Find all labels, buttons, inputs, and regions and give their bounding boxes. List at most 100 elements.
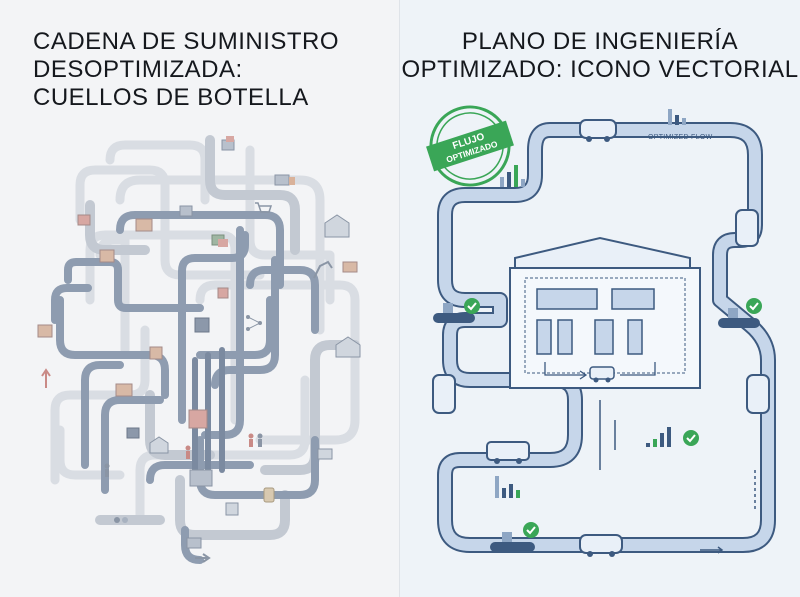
truck-icon	[186, 537, 202, 549]
rack-bottom-3	[594, 319, 614, 355]
cart-icon	[255, 202, 273, 213]
right-panel-optimized-blueprint: PLANO DE INGENIERÍA OPTIMIZADO: ICONO VE…	[400, 0, 800, 597]
optimized-flow-label: OPTIMIZED FLOW	[648, 134, 713, 141]
dark-route-9	[201, 226, 244, 439]
left-title-line-3: CUELLOS DE BOTELLA	[33, 84, 309, 111]
network-icon	[246, 315, 262, 331]
van-icon	[579, 119, 617, 142]
connector-line-4	[700, 546, 724, 554]
faint-route-6	[195, 280, 360, 445]
conveyor-icon	[433, 303, 475, 323]
dark-route-14	[146, 461, 254, 484]
warehouse-icon	[335, 336, 361, 358]
conveyor-icon	[490, 532, 535, 552]
forklift-icon	[589, 366, 615, 383]
rack-top-right	[611, 288, 655, 310]
truck-icon	[317, 448, 333, 460]
dark-route-8	[211, 256, 279, 389]
connector-lines	[599, 400, 756, 554]
faint-route-5	[50, 325, 150, 485]
dark-routes	[51, 211, 319, 564]
pallet-icon	[211, 234, 228, 247]
box-icon	[126, 427, 140, 439]
arrow-up-icon	[41, 368, 51, 388]
medium-route-1	[205, 135, 300, 255]
medium-route-4	[260, 340, 360, 475]
warehouse-icon	[149, 436, 169, 454]
faint-route-2	[115, 175, 325, 335]
optimized-flow-stamp: FLUJO OPTIMIZADO	[426, 105, 514, 187]
faint-route-9	[245, 145, 335, 305]
machine-icon	[189, 469, 213, 487]
rack-top-left	[536, 288, 598, 310]
warehouse-flow-arrow	[544, 362, 588, 380]
faint-route-1	[75, 165, 265, 280]
dark-route-11	[181, 526, 204, 564]
arrow-right-icon	[195, 553, 211, 563]
package-icon	[194, 317, 210, 333]
dark-route-3	[56, 296, 169, 399]
dark-route-5	[51, 284, 92, 324]
box-icon	[115, 383, 133, 397]
left-icons	[37, 136, 361, 563]
box-icon	[221, 136, 235, 151]
barrel-icon	[263, 487, 275, 503]
warehouse-icon	[324, 214, 350, 238]
box-icon	[37, 324, 53, 338]
box-icon	[149, 346, 163, 360]
left-title: CADENA DE SUMINISTRO DESOPTIMIZADA: CUEL…	[33, 28, 339, 112]
mini-bar-chart	[495, 476, 520, 498]
person-icon	[104, 463, 110, 477]
van-icon	[432, 374, 456, 414]
person-icon	[185, 445, 191, 459]
right-title: PLANO DE INGENIERÍA OPTIMIZADO: ICONO VE…	[400, 28, 800, 84]
medium-route-3	[175, 475, 290, 540]
van-icon	[735, 209, 759, 247]
rack-bottom-4	[627, 319, 643, 355]
faint-route-8	[55, 425, 125, 480]
box-icon	[342, 261, 358, 273]
faint-route-7	[105, 140, 210, 205]
rack-bottom-2	[557, 319, 573, 355]
optimized-flow-diagram: FLUJO OPTIMIZADO OPTIMIZED FLOW	[426, 105, 776, 557]
conveyor-icon	[718, 308, 760, 328]
optimized-route-fill	[439, 124, 774, 551]
warehouse-roof	[514, 236, 691, 269]
tangled-routes-diagram	[37, 135, 361, 564]
box-icon	[217, 287, 229, 299]
shelf-icon	[188, 409, 208, 429]
box-icon	[77, 214, 91, 226]
left-title-line-1: CADENA DE SUMINISTRO	[33, 28, 340, 55]
check-icon	[746, 298, 762, 314]
dark-route-13	[246, 266, 319, 334]
people-icon	[248, 433, 263, 447]
left-panel-suboptimal-supply-chain: CADENA DE SUMINISTRO DESOPTIMIZADA: CUEL…	[33, 28, 361, 564]
left-title-line-2: DESOPTIMIZADA:	[33, 56, 243, 83]
warehouse-blueprint	[509, 236, 701, 389]
van-icon	[746, 374, 770, 414]
check-icon	[523, 522, 539, 538]
check-icon	[464, 298, 480, 314]
dark-route-6	[196, 296, 274, 359]
mini-bar-chart	[500, 165, 525, 187]
crate-icon	[225, 502, 239, 516]
van-icon	[579, 534, 623, 557]
truck-icon	[486, 441, 530, 464]
rack-bottom-1	[536, 319, 552, 355]
traffic-dots-icon	[114, 517, 136, 523]
right-title-line-1: PLANO DE INGENIERÍA	[461, 28, 739, 55]
dark-route-10	[101, 396, 164, 494]
mini-bar-chart	[668, 109, 686, 125]
warehouse-flow-arrow-2	[620, 362, 656, 376]
dark-route-7	[81, 361, 124, 469]
dark-route-4	[178, 231, 249, 424]
mini-bar-charts	[495, 109, 686, 498]
right-title-line-2: OPTIMIZADO: ICONO VECTORIAL	[401, 56, 799, 83]
pallet-icon	[274, 174, 295, 186]
dark-route-2	[116, 211, 284, 289]
check-icon	[683, 430, 699, 446]
box-icon	[179, 205, 193, 217]
vehicles	[432, 119, 770, 557]
dark-route-1	[64, 258, 204, 312]
checkpoints	[433, 298, 762, 552]
